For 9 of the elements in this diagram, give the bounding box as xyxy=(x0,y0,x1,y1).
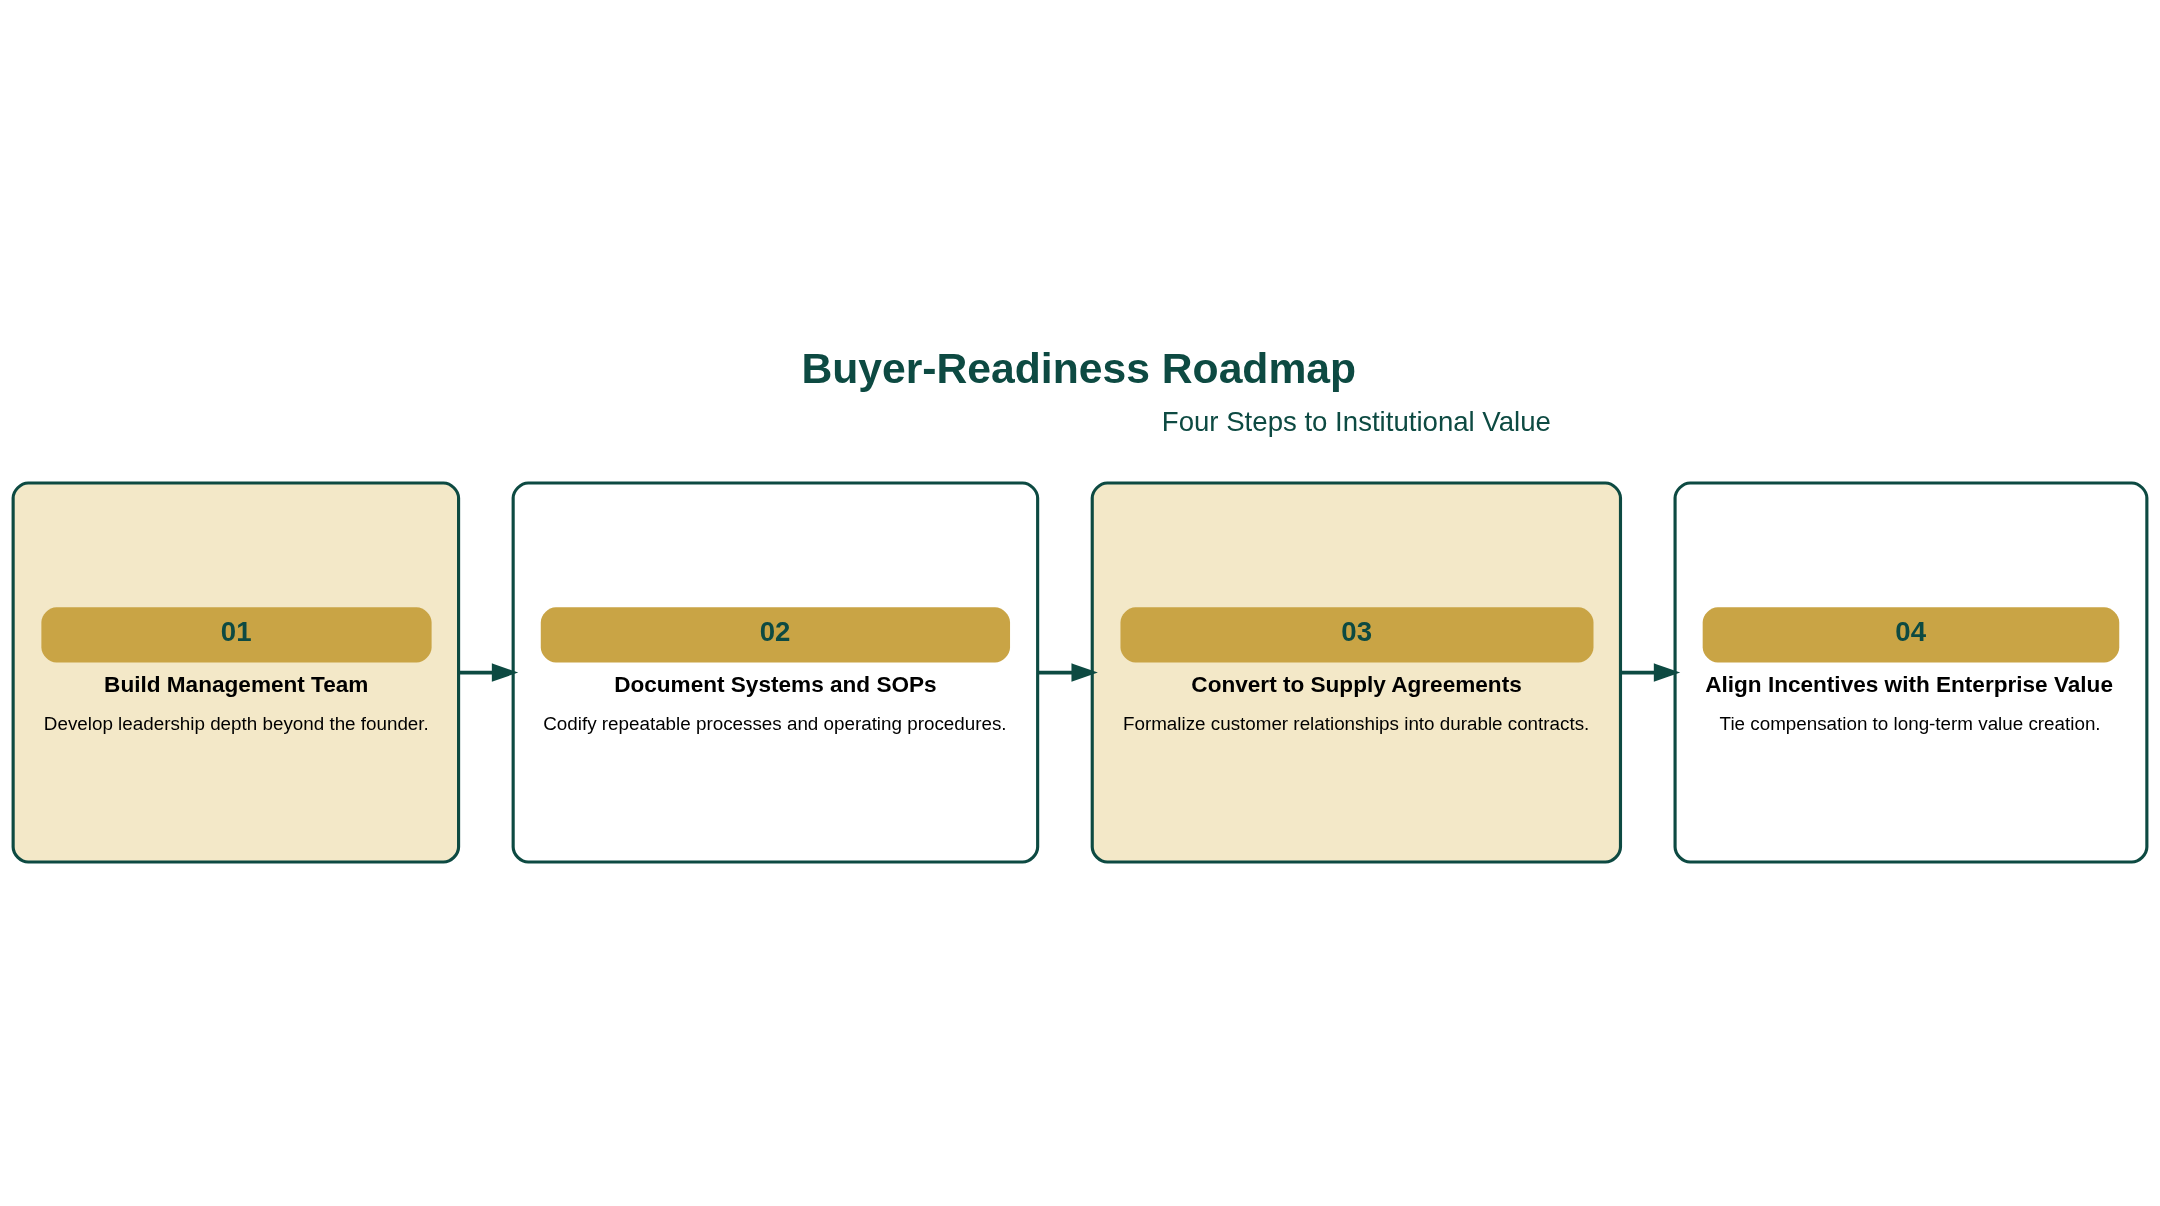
node-box: 02 Document Systems and SOPs Codify repeatable processes and operating procedures. xyxy=(511,480,1040,864)
node-box: 01 Build Management Team Develop leadership depth beyond the founder. xyxy=(11,480,461,864)
arrow xyxy=(1620,662,1681,682)
node-box: 04 Align Incentives with Enterprise Value Tie compensation to long-term value creation. xyxy=(1673,480,2149,864)
node-box: 03 Convert to Supply Agreements Formalize customer relationships into durable contracts. xyxy=(1090,480,1623,864)
label: Four Steps to Institutional Value xyxy=(1161,405,1551,437)
diagram-title: Buyer-Readiness Roadmap xyxy=(801,343,1357,392)
arrow xyxy=(458,662,519,682)
arrow xyxy=(1038,662,1098,682)
